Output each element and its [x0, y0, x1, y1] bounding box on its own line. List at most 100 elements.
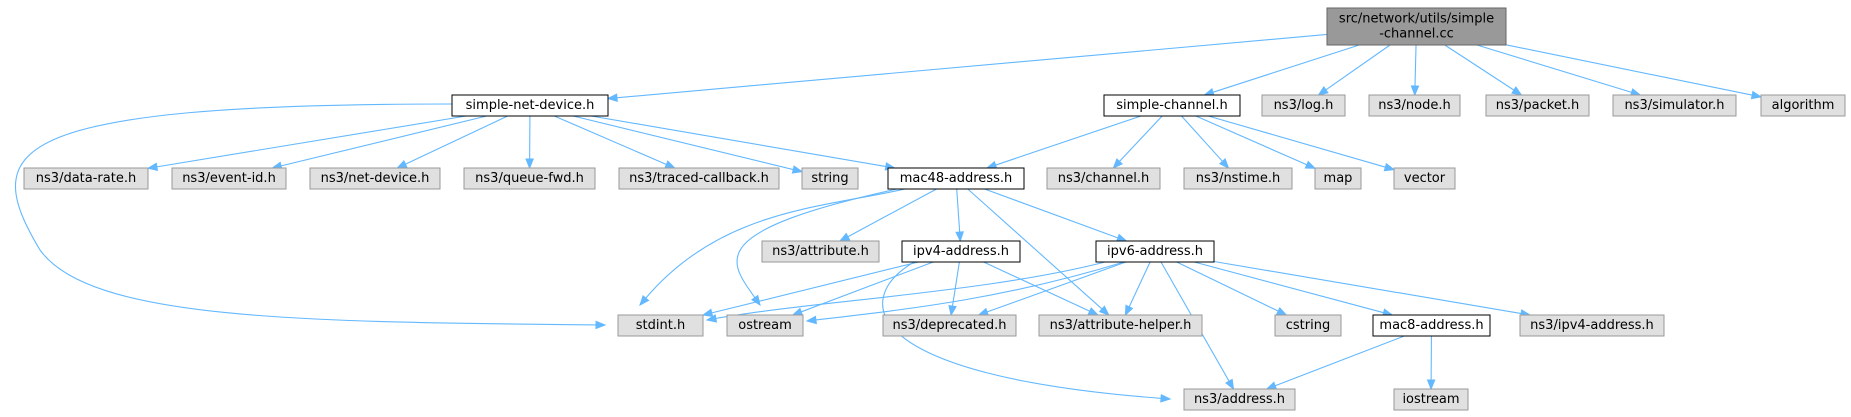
node-label: ns3/attribute-helper.h	[1050, 318, 1192, 333]
node-label: ns3/event-id.h	[182, 171, 276, 186]
node-label: ns3/traced-callback.h	[629, 171, 769, 186]
node-label: simple-channel.h	[1116, 98, 1227, 113]
node-label: stdint.h	[636, 318, 685, 333]
edge-ipv6-to-attrhelper-arrowhead	[1124, 304, 1134, 317]
edge-root-to-packet-arrowhead	[1511, 86, 1523, 96]
node-root[interactable]: src/network/utils/simple-channel.cc	[1326, 7, 1507, 46]
edge-line	[554, 115, 668, 166]
node-label: ns3/channel.h	[1058, 171, 1149, 186]
edge-ipv4-to-deprecated-arrowhead	[948, 304, 957, 317]
node-box	[1274, 314, 1342, 337]
node-nstime: ns3/nstime.h	[1183, 167, 1293, 190]
edge-mac8-to-iostream	[1426, 335, 1436, 391]
edge-ipv4-to-ostream	[791, 261, 934, 316]
node-box	[1612, 94, 1737, 117]
node-box	[1103, 94, 1241, 117]
node-packet: ns3/packet.h	[1485, 94, 1590, 117]
edge-line	[951, 261, 960, 308]
node-ipv6[interactable]: ipv6-address.h	[1095, 240, 1215, 263]
edge-line	[985, 261, 1127, 313]
node-queuefwd: ns3/queue-fwd.h	[463, 167, 596, 190]
edge-line	[615, 33, 1328, 99]
node-label: map	[1324, 171, 1353, 186]
edge-ipv6-to-attrhelper	[1124, 261, 1151, 317]
node-label: -channel.cc	[1379, 27, 1454, 42]
edge-root-to-sch	[1203, 44, 1360, 97]
node-box	[1372, 314, 1491, 337]
node-box	[171, 167, 287, 190]
node-box	[1760, 94, 1846, 117]
edge-root-to-snd	[606, 33, 1328, 103]
node-label: ns3/ipv4-address.h	[1530, 318, 1654, 333]
edge-mac8-to-address	[1265, 335, 1405, 390]
node-box	[1038, 314, 1203, 337]
edge-line	[279, 115, 487, 167]
node-box	[1485, 94, 1590, 117]
node-mac48[interactable]: mac48-address.h	[887, 167, 1025, 190]
node-ostream: ostream	[726, 314, 804, 337]
node-box	[309, 167, 441, 190]
edge-sch-to-nstime-arrowhead	[1218, 158, 1230, 169]
edge-ipv6-to-stdint	[705, 257, 1121, 323]
node-mac8[interactable]: mac8-address.h	[1372, 314, 1491, 337]
edge-mac48-to-attribute	[838, 188, 937, 242]
edge-line	[1213, 260, 1523, 315]
edge-line	[1211, 44, 1360, 94]
edge-ipv6-to-address-arrowhead	[1225, 378, 1235, 391]
node-ipv4[interactable]: ipv4-address.h	[901, 240, 1021, 263]
node-box	[801, 167, 859, 190]
edge-ipv4-to-address-arrowhead	[1160, 393, 1172, 403]
node-eventid: ns3/event-id.h	[171, 167, 287, 190]
edge-line	[1414, 44, 1417, 88]
node-label: vector	[1404, 171, 1446, 186]
node-label: cstring	[1286, 318, 1330, 333]
edge-ipv6-to-deprecated-arrowhead	[977, 307, 990, 316]
node-attribute: ns3/attribute.h	[761, 240, 880, 263]
node-label: ns3/data-rate.h	[36, 171, 136, 186]
edge-snd-to-datarate	[146, 115, 467, 172]
edge-snd-to-queuefwd-arrowhead	[525, 158, 534, 170]
edge-snd-to-stdint-arrowhead	[595, 320, 607, 330]
edge-ipv4-to-deprecated	[948, 261, 960, 317]
node-box	[1314, 167, 1362, 190]
node-box	[726, 314, 804, 337]
edge-line	[1194, 261, 1385, 314]
edge-root-to-log	[1317, 44, 1391, 96]
edge-line	[1505, 44, 1754, 96]
node-log: ns3/log.h	[1261, 94, 1346, 117]
edge-snd-to-string-arrowhead	[791, 165, 804, 174]
node-box	[1046, 167, 1161, 190]
node-box	[618, 167, 780, 190]
node-label: mac8-address.h	[1379, 318, 1483, 333]
edge-snd-to-stdint	[14, 103, 607, 330]
node-box	[1095, 240, 1215, 263]
edge-mac48-to-attrhelper-arrowhead	[1098, 305, 1110, 316]
edge-sch-to-channel-arrowhead	[1112, 158, 1124, 169]
edge-sch-to-map-arrowhead	[1304, 160, 1317, 169]
edge-ipv6-to-cstring	[1176, 261, 1288, 316]
edge-root-to-simulator	[1476, 44, 1642, 97]
node-snd[interactable]: simple-net-device.h	[451, 94, 609, 117]
edges-layer	[14, 33, 1763, 403]
edge-mac48-to-ipv4-arrowhead	[955, 231, 964, 243]
edge-mac48-to-ipv6-arrowhead	[1115, 233, 1128, 242]
edge-line	[984, 188, 1120, 239]
node-datarate: ns3/data-rate.h	[23, 167, 149, 190]
node-label: ns3/log.h	[1274, 98, 1334, 113]
node-label: simple-net-device.h	[466, 98, 595, 113]
edge-mac48-to-attribute-arrowhead	[838, 232, 851, 242]
edge-root-to-packet	[1444, 44, 1523, 96]
edge-line	[983, 261, 1091, 313]
node-sch[interactable]: simple-channel.h	[1103, 94, 1241, 117]
node-label: ns3/nstime.h	[1196, 171, 1280, 186]
edge-line	[1181, 115, 1224, 163]
edge-sch-to-map	[1195, 115, 1317, 169]
node-box	[1368, 94, 1461, 117]
node-map: map	[1314, 167, 1362, 190]
edge-line	[573, 115, 795, 171]
edge-mac8-to-address-arrowhead	[1265, 381, 1278, 390]
node-box	[882, 314, 1017, 337]
edge-mac48-to-stdint-arrowhead	[639, 294, 650, 307]
node-ipv4addr: ns3/ipv4-address.h	[1519, 314, 1665, 337]
